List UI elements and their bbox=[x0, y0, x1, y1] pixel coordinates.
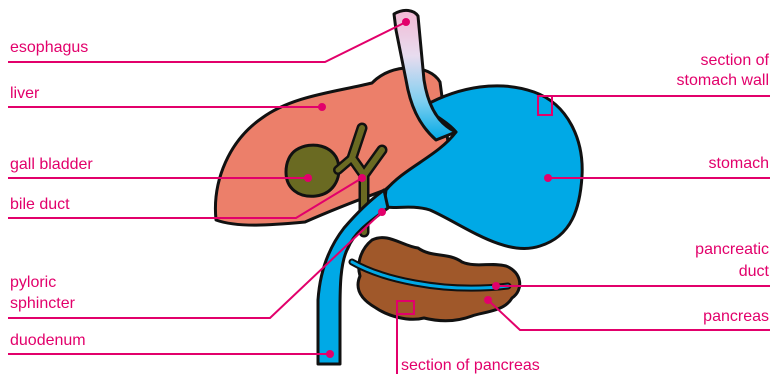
label-section-of-stomach-wall-line1: section of bbox=[701, 51, 769, 70]
gall-bladder-shape bbox=[286, 145, 339, 196]
label-bile-duct: bile duct bbox=[10, 195, 70, 214]
label-pancreas: pancreas bbox=[703, 307, 769, 326]
label-stomach: stomach bbox=[709, 154, 769, 173]
label-section-of-pancreas: section of pancreas bbox=[401, 356, 540, 375]
label-pyloric-sphincter-line2: sphincter bbox=[10, 294, 75, 313]
label-pyloric-sphincter-line1: pyloric bbox=[10, 273, 56, 292]
label-pancreatic-duct-line2: duct bbox=[739, 262, 769, 281]
label-esophagus: esophagus bbox=[10, 38, 88, 57]
label-section-of-stomach-wall-line2: stomach wall bbox=[677, 71, 769, 90]
label-liver: liver bbox=[10, 84, 39, 103]
label-duodenum: duodenum bbox=[10, 331, 86, 350]
label-gall-bladder: gall bladder bbox=[10, 155, 93, 174]
label-pancreatic-duct-line1: pancreatic bbox=[695, 240, 769, 259]
